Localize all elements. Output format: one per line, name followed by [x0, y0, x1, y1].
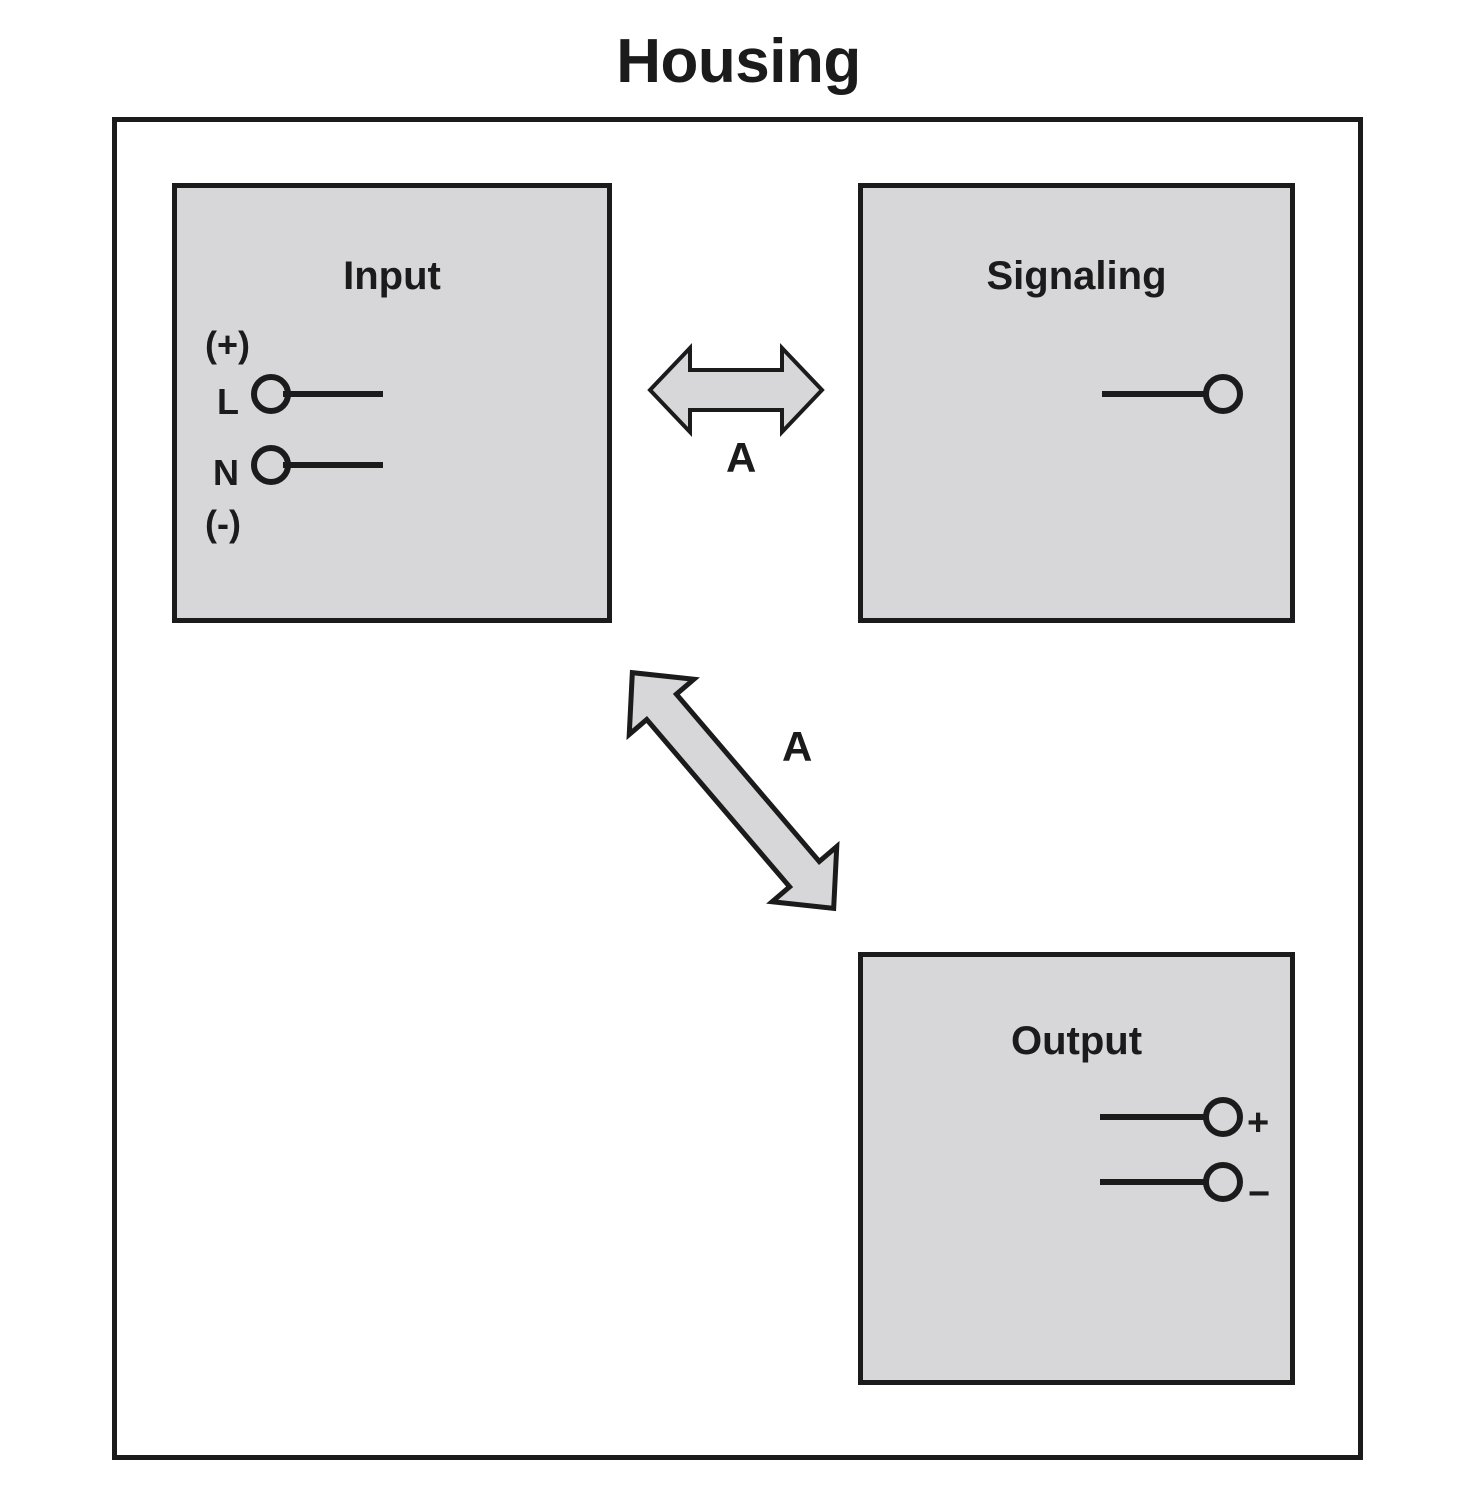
input-terminal-l-label: L	[217, 381, 239, 422]
input-polarity-negative-label: (-)	[205, 503, 241, 544]
input-polarity-positive-label: (+)	[205, 324, 250, 365]
block-input: Input (+) L N (-)	[172, 183, 612, 623]
arrow-input-to-signaling-label: A	[726, 434, 757, 481]
output-terminal-negative-icon	[1100, 1162, 1243, 1202]
arrow-input-to-signaling	[647, 343, 825, 437]
input-terminal-n-icon	[251, 445, 383, 485]
page-title: Housing	[616, 27, 861, 96]
arrow-input-to-output-label: A	[782, 723, 813, 770]
signaling-terminal-icon	[1102, 374, 1243, 414]
input-terminal-l-icon	[251, 374, 383, 414]
block-output-title: Output	[1010, 1019, 1143, 1063]
block-input-title: Input	[343, 254, 441, 298]
output-terminal-positive-label: +	[1247, 1102, 1270, 1144]
block-signaling: Signaling	[858, 183, 1295, 623]
output-terminal-positive-icon	[1100, 1097, 1243, 1137]
block-output: Output + −	[858, 952, 1295, 1385]
block-signaling-title: Signaling	[986, 254, 1167, 298]
arrow-input-to-output	[626, 669, 840, 912]
input-terminal-n-label: N	[213, 452, 239, 493]
output-terminal-negative-label: −	[1248, 1173, 1271, 1215]
